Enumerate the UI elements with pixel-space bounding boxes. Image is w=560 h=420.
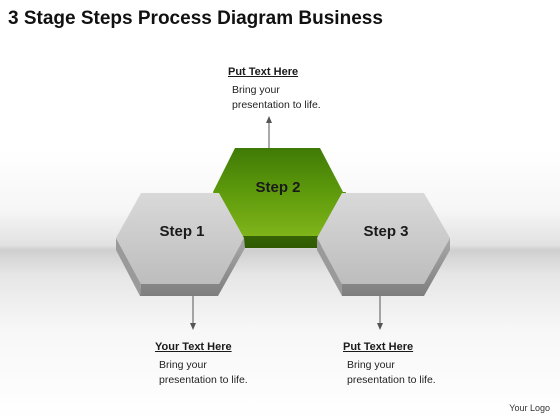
arrow-down-step-1 xyxy=(190,296,196,330)
callout-bottom-right: Put Text Here Bring your presentation to… xyxy=(343,341,503,388)
callout-bottom-left-title: Your Text Here xyxy=(155,341,232,353)
step-1-side-bottom xyxy=(116,238,141,296)
step-3-side xyxy=(317,238,450,296)
callout-top-body: Bring your presentation to life. xyxy=(232,84,321,111)
step-2-label: Step 2 xyxy=(255,179,300,196)
callout-top-title: Put Text Here xyxy=(228,66,299,78)
step-3-side-bottom xyxy=(317,238,342,296)
step-2-hexagon: Step 2 xyxy=(213,148,346,248)
step-1-side xyxy=(116,238,245,296)
arrow-down-step-3 xyxy=(377,296,383,330)
step-3-face xyxy=(317,193,450,284)
callout-bottom-right-body: Bring your presentation to life. xyxy=(347,359,436,386)
arrow-up-step-2 xyxy=(266,116,272,148)
callout-bottom-left: Your Text Here Bring your presentation t… xyxy=(155,341,315,388)
callout-bottom-left-body: Bring your presentation to life. xyxy=(159,359,248,386)
page-title: 3 Stage Steps Process Diagram Business xyxy=(8,8,383,29)
step-1-label: Step 1 xyxy=(159,223,204,240)
step-1-face xyxy=(116,193,244,284)
step-1-hexagon: Step 1 xyxy=(116,193,245,296)
logo-text: Your Logo xyxy=(509,403,550,413)
callout-bottom-right-title: Put Text Here xyxy=(343,341,414,353)
step-2-face xyxy=(213,148,343,236)
step-3-label: Step 3 xyxy=(363,223,408,240)
callout-top: Put Text Here Bring your presentation to… xyxy=(228,66,388,113)
step-3-hexagon: Step 3 xyxy=(317,193,450,296)
